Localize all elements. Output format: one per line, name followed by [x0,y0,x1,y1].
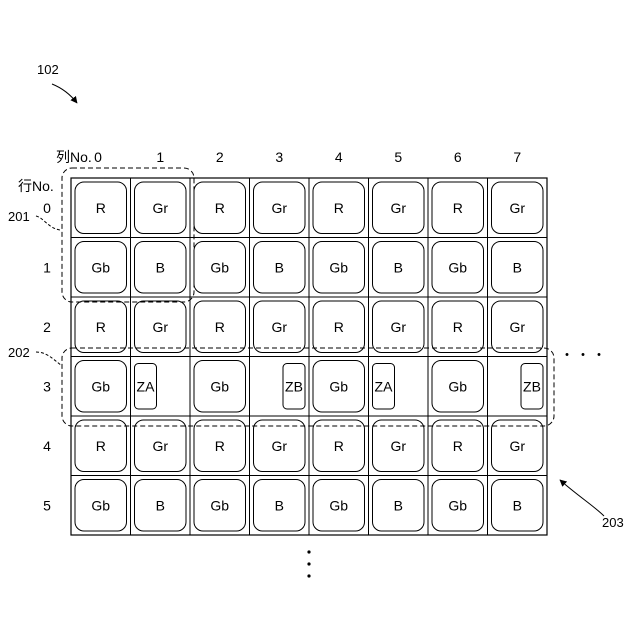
pixel-label: B [513,497,522,513]
column-number: 7 [513,149,521,165]
pixel-label: R [334,438,344,454]
pixel-label: B [394,497,403,513]
column-header-label: 列No. [56,149,92,165]
pixel-label: R [334,319,344,335]
pixel-label: Gr [390,319,406,335]
column-number: 2 [216,149,224,165]
pixel-label: Gb [91,497,110,513]
figure-ref-arrow [52,84,77,103]
pixel-label: Gr [271,319,287,335]
column-number: 3 [275,149,283,165]
pixel-label: R [453,319,463,335]
column-number: 0 [94,149,102,165]
row-number: 3 [43,378,51,394]
row-number: 0 [43,200,51,216]
callout-202-leader [36,352,62,366]
row-number: 2 [43,319,51,335]
callout-201-leader [36,216,60,230]
pixel-label: Gr [152,200,168,216]
row-number: 4 [43,438,51,454]
ellipsis-right: ・・・ [560,347,608,363]
row-number: 5 [43,497,51,513]
pixel-label: Gr [390,438,406,454]
pixel-label: B [275,259,284,275]
pixel-label: Gr [271,438,287,454]
column-number: 4 [335,149,343,165]
pixel-label: ZB [523,378,541,394]
pixel-label: ZA [375,378,394,394]
pixel-label: Gb [329,378,348,394]
pixel-label: R [334,200,344,216]
pixel-label: Gb [329,259,348,275]
pixel-label: B [513,259,522,275]
pixel-label: Gb [210,378,229,394]
pixel-label: Gr [152,319,168,335]
pixel-label: B [156,497,165,513]
callout-201-label: 201 [8,209,30,224]
pixel-label: B [394,259,403,275]
pixel-label: R [453,438,463,454]
pixel-label: B [156,259,165,275]
pixel-label: R [215,200,225,216]
pixel-label: ZB [285,378,303,394]
pixel-label: Gb [210,259,229,275]
pixel-label: Gb [91,259,110,275]
callout-203-label: 203 [602,515,624,530]
ellipsis-bottom [307,550,310,577]
pixel-label: Gb [448,497,467,513]
row-header-label: 行No. [18,178,54,194]
pixel-grid: RGrRGrRGrRGrGbBGbBGbBGbBRGrRGrRGrRGrGbZA… [71,178,547,535]
pixel-label: R [453,200,463,216]
pixel-label: Gr [152,438,168,454]
column-number: 1 [156,149,164,165]
pixel-label: Gr [509,438,525,454]
row-numbers: 0 1 2 3 4 5 [43,200,51,514]
column-number: 5 [394,149,402,165]
pixel-label: R [96,319,106,335]
pixel-label: Gb [448,259,467,275]
pixel-label: B [275,497,284,513]
pixel-label: Gb [329,497,348,513]
pixel-label: Gb [448,378,467,394]
pixel-label: Gb [210,497,229,513]
pixel-label: R [96,200,106,216]
pixel-label: Gr [390,200,406,216]
pixel-label: Gr [509,319,525,335]
row-number: 1 [43,259,51,275]
column-number: 6 [454,149,462,165]
pixel-label: R [96,438,106,454]
pixel-label: R [215,438,225,454]
pixel-label: Gr [271,200,287,216]
figure-ref-label: 102 [37,62,59,77]
callout-202-label: 202 [8,345,30,360]
pixel-label: ZA [137,378,156,394]
column-numbers: 0 1 2 3 4 5 6 7 [94,149,521,165]
pixel-label: Gb [91,378,110,394]
pixel-label: R [215,319,225,335]
callout-203-arrow [560,480,604,516]
pixel-label: Gr [509,200,525,216]
